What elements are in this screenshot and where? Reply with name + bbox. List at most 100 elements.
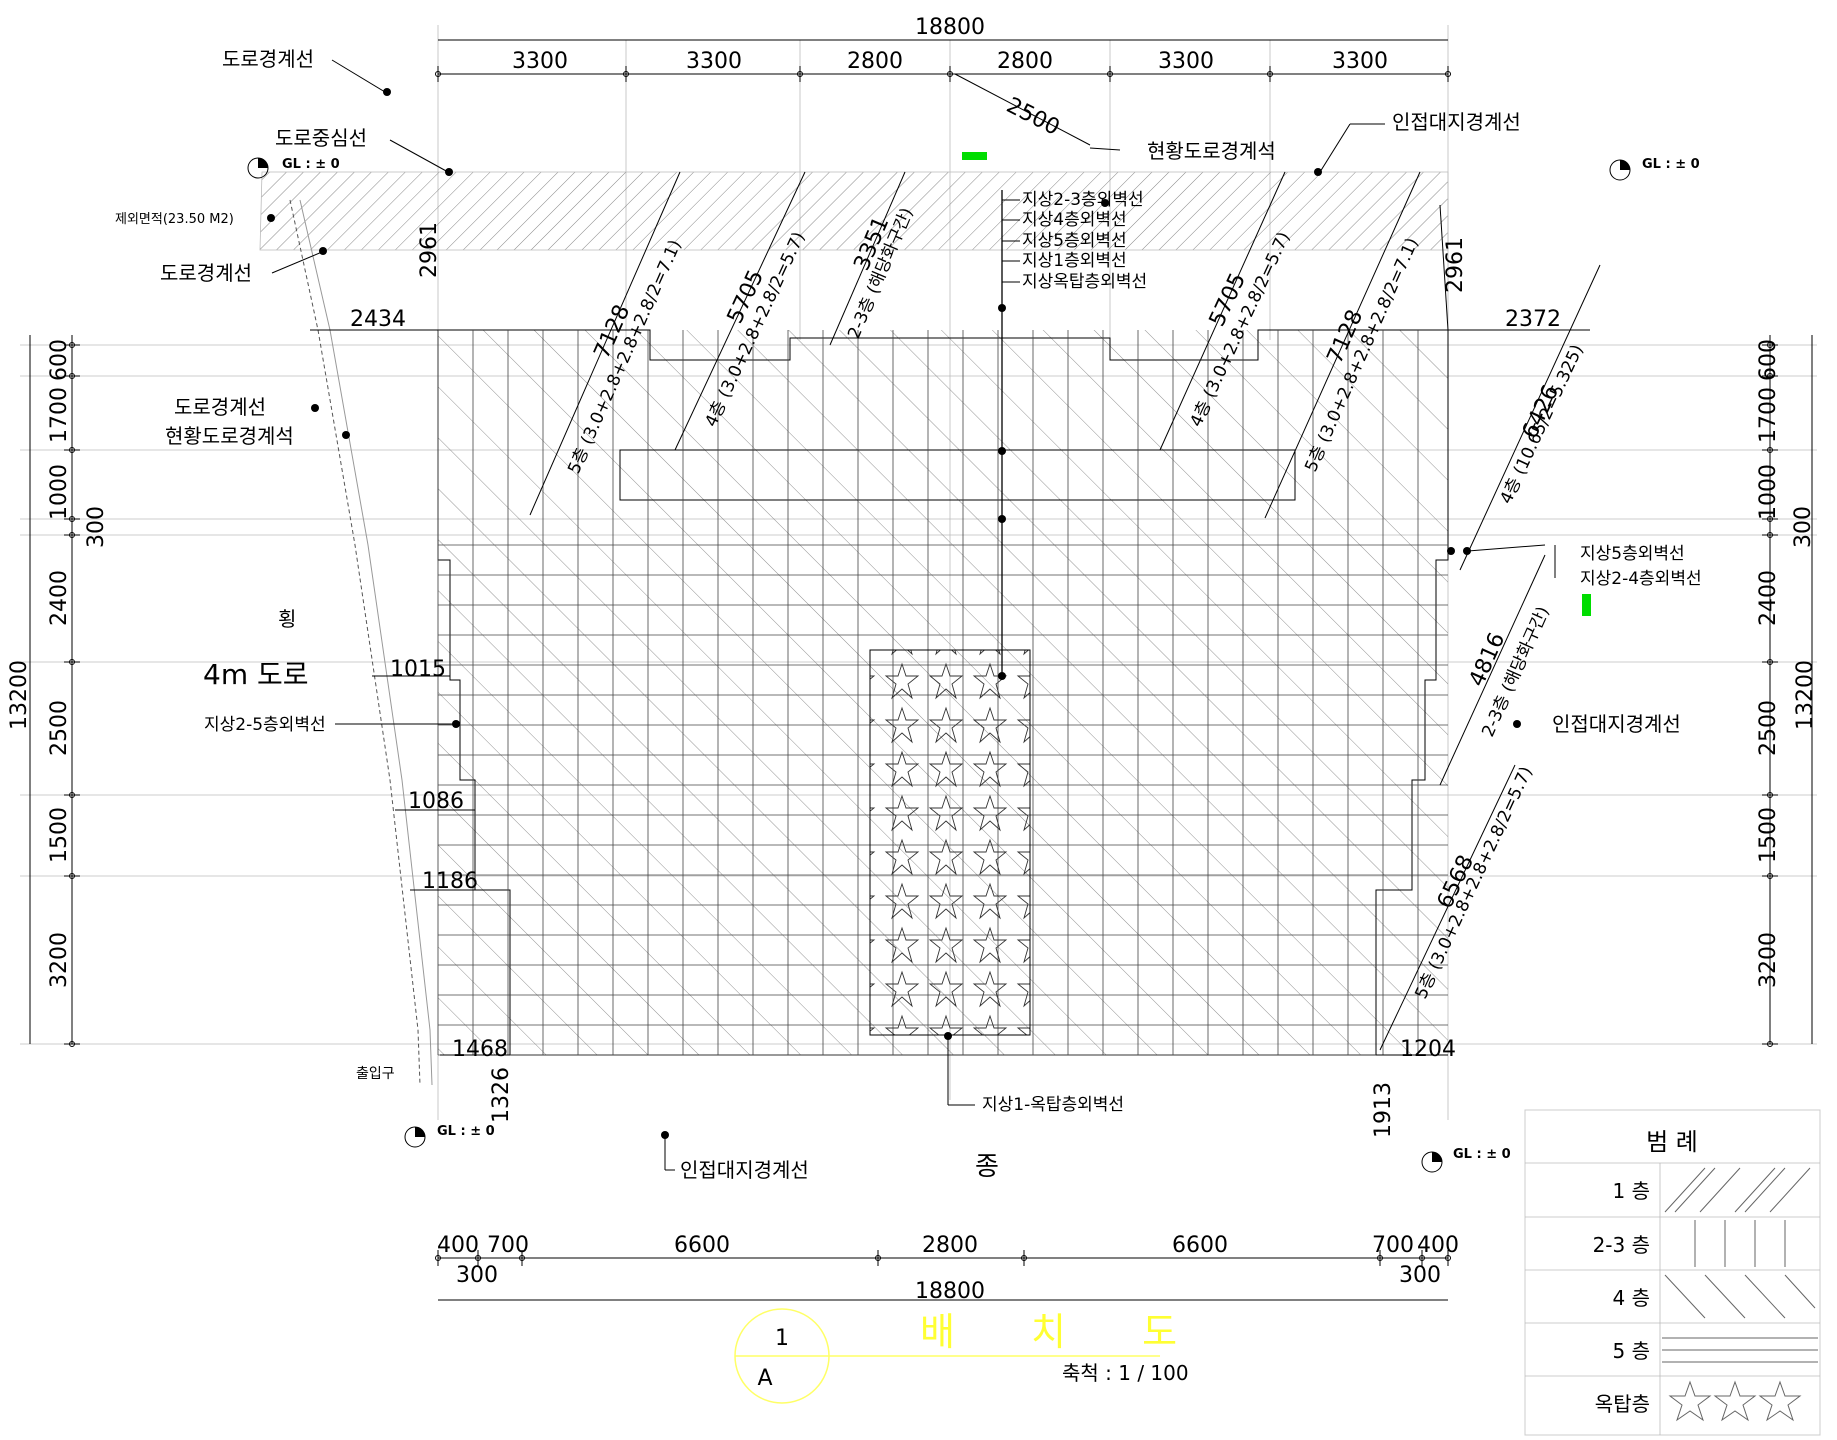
label-wall-5-right: 지상5층외벽선 [1580,544,1685,564]
svg-text:GL : ± 0: GL : ± 0 [282,157,340,172]
drawing-scale: 축척 : 1 / 100 [1062,1361,1189,1385]
dim-bot-4: 2800 [922,1233,978,1258]
dim-tick [1767,659,1773,665]
dim-bot-2: 700 [487,1233,529,1258]
title-block: 1 A 배 치 도 축척 : 1 / 100 [734,1308,1189,1404]
legend: 범 례 1 층 2-3 층 4 층 5 층 옥탑층 [1524,1109,1821,1436]
dim-top-2: 3300 [686,49,742,74]
svg-text:GL : ± 0: GL : ± 0 [1453,1147,1511,1162]
dim-right-8: 3200 [1756,932,1781,988]
dim-bot-7: 400 [1417,1233,1459,1258]
gl-marker-bottom-right: GL : ± 0 [1421,1147,1511,1173]
label-road-boundary-mid: 도로경계선 [174,395,266,419]
dim-bot-5: 6600 [1172,1233,1228,1258]
dim-tick [1767,873,1773,879]
legend-label-4: 5 층 [1613,1339,1650,1363]
dim-left-6: 2500 [47,700,72,756]
dim-tick [1767,792,1773,798]
dim-tick [1767,373,1773,379]
label-bottom-char: 종 [975,1152,999,1182]
dim-1913: 1913 [1371,1082,1396,1138]
dim-tick [1021,1255,1027,1261]
dim-right-total: 13200 [1793,660,1818,730]
dim-tick [875,1255,881,1261]
title-number: 1 [775,1326,789,1351]
legend-swatch-3 [1664,1274,1816,1319]
dim-tick [435,71,441,77]
label-wall-5: 지상5층외벽선 [1022,231,1127,251]
dim-tick [69,447,75,453]
dim-tick [519,1255,525,1261]
label-road-boundary-top: 도로경계선 [222,47,314,71]
dim-tick [1267,71,1273,77]
dim-tick [1419,1255,1425,1261]
dim-tick [1767,1041,1773,1047]
dim-1326: 1326 [489,1067,514,1123]
dim-tick [797,71,803,77]
dim-tick [69,373,75,379]
title-sheet: A [757,1366,772,1391]
dim-bot-6: 700 [1372,1233,1414,1258]
label-current-road-left: 현황도로경계석 [165,424,294,448]
dim-bot-1: 400 [437,1233,479,1258]
dim-tick [1445,1255,1451,1261]
dim-top-3: 2800 [847,49,903,74]
legend-title: 범 례 [1646,1128,1698,1156]
svg-text:GL : ± 0: GL : ± 0 [1642,157,1700,172]
dim-1086: 1086 [408,789,464,814]
dimension-top: 18800 3300 3300 2800 2800 3300 3300 2500 [435,15,1451,146]
road-boundary-curve-2 [299,199,433,1086]
annotations: 도로경계선 도로중심선 제외면적(23.50 M2) 도로경계선 도로경계선 현… [115,47,1702,1182]
gl-marker-top-left: GL : ± 0 [247,157,340,179]
label-road-4m: 4m 도로 [203,658,309,691]
dim-bot-sub-right: 300 [1399,1263,1441,1288]
green-marker-top [962,152,987,160]
legend-swatch-5 [1668,1380,1802,1422]
dim-tick [69,792,75,798]
label-wall-1: 지상1층외벽선 [1022,251,1127,271]
dim-tick [947,71,953,77]
dim-right-1: 600 [1756,339,1781,381]
dim-left-7: 1500 [47,807,72,863]
dim-tick [1377,1255,1383,1261]
label-adjacent-right: 인접대지경계선 [1552,712,1681,736]
label-wall-4: 지상4층외벽선 [1022,210,1127,230]
dim-left-total: 13200 [7,660,32,730]
dim-1468: 1468 [452,1037,508,1062]
label-wall-25-left: 지상2-5층외벽선 [204,715,326,735]
dim-left-2: 1700 [47,387,72,443]
dim-right-3: 1000 [1756,464,1781,520]
dim-tick [623,71,629,77]
dim-tick [1767,342,1773,348]
legend-swatch-4 [1662,1337,1818,1363]
dim-tick [69,873,75,879]
dim-left-3: 1000 [47,464,72,520]
dim-right-4: 300 [1791,506,1816,548]
dim-2434: 2434 [350,307,406,332]
dim-tick [1767,532,1773,538]
label-wall-24-right: 지상2-4층외벽선 [1580,569,1702,589]
legend-swatch-2 [1694,1220,1786,1267]
legend-label-2: 2-3 층 [1593,1233,1650,1257]
dim-tick [69,659,75,665]
dim-tick [475,1255,481,1261]
label-wall-1-roof: 지상1-옥탑층외벽선 [982,1095,1124,1115]
diag-6-note: 4층 (10.65/2=5.325) [1496,342,1587,507]
dimension-left: 13200 600 1700 1000 300 2400 2500 1500 3… [7,335,109,1047]
label-entrance: 출입구 [356,1066,395,1082]
dim-left-8: 3200 [47,932,72,988]
green-marker-right [1582,594,1591,616]
dim-top-total: 18800 [915,15,985,40]
dim-right-7: 1500 [1756,807,1781,863]
dim-right-2: 1700 [1756,387,1781,443]
dim-tick [69,532,75,538]
legend-label-1: 1 층 [1613,1179,1650,1203]
gl-marker-top-right: GL : ± 0 [1609,157,1700,181]
label-road-center: 도로중심선 [275,126,367,150]
offset-dimensions: 2434 2372 2961 2961 1015 1086 1186 1468 … [310,222,1590,1138]
dim-bot-3: 6600 [674,1233,730,1258]
label-adjacent-bottom: 인접대지경계선 [680,1158,809,1182]
dim-left-1: 600 [47,339,72,381]
label-road-boundary-left: 도로경계선 [160,261,252,285]
dim-1204: 1204 [1400,1037,1456,1062]
